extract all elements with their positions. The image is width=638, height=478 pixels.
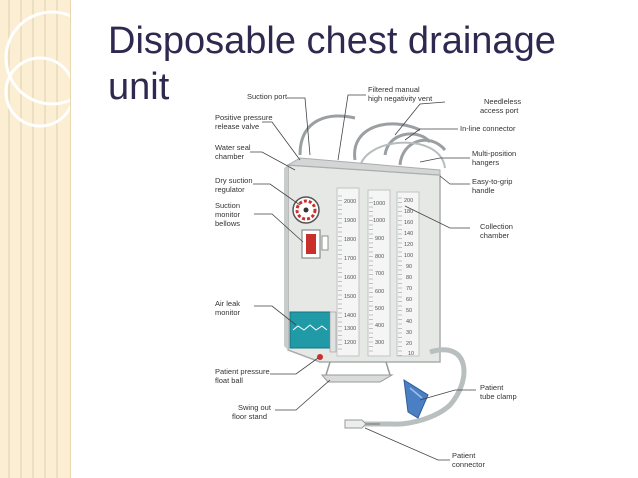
label-patient-pressure-float-ball: float ball xyxy=(215,376,243,385)
patient-connector xyxy=(344,419,380,429)
label-collection-chamber: Collection xyxy=(480,222,513,231)
label-inline-connector: In-line connector xyxy=(460,124,516,133)
label-multi-position-hangers: Multi-position xyxy=(472,149,516,158)
label-swing-out-floor-stand: floor stand xyxy=(232,412,267,421)
suction-monitor-bellows xyxy=(301,229,329,259)
scale-right-label: 180 xyxy=(404,209,413,215)
patient-tube-clamp xyxy=(403,379,429,419)
scale-left-label: 1700 xyxy=(344,256,356,262)
scale-left: 2000 1900 1800 1700 1600 1500 1400 1300 … xyxy=(344,199,356,346)
sidebar-circles xyxy=(4,10,70,128)
label-filtered-vent: high negativity vent xyxy=(368,94,433,103)
scale-right-label: 160 xyxy=(404,220,413,226)
label-suction-monitor-bellows: monitor xyxy=(215,210,241,219)
scale-left-label: 1500 xyxy=(344,294,356,300)
scale-middle-label: 1000 xyxy=(373,218,385,224)
scale-middle: 1000 1000 900 800 700 600 500 400 300 xyxy=(373,201,385,346)
label-air-leak-monitor: monitor xyxy=(215,308,241,317)
label-patient-tube-clamp: tube clamp xyxy=(480,392,517,401)
scale-left-label: 1200 xyxy=(344,340,356,346)
label-multi-position-hangers: hangers xyxy=(472,158,499,167)
label-water-seal-chamber: chamber xyxy=(215,152,245,161)
scale-middle-label: 800 xyxy=(375,254,384,260)
scale-middle-label: 700 xyxy=(375,271,384,277)
label-air-leak-monitor: Air leak xyxy=(215,299,240,308)
scale-right-label: 80 xyxy=(406,275,412,281)
label-patient-connector: connector xyxy=(452,460,485,469)
hanger-loop xyxy=(359,141,446,171)
scale-right-label: 100 xyxy=(404,253,413,259)
scale-right-label: 120 xyxy=(404,242,413,248)
label-patient-pressure-float-ball: Patient pressure xyxy=(215,367,270,376)
label-needleless-access-port: Needleless xyxy=(484,97,521,106)
label-patient-connector: Patient xyxy=(452,451,476,460)
scale-right-label: 140 xyxy=(404,231,413,237)
scale-left-label: 1800 xyxy=(344,237,356,243)
floor-stand xyxy=(320,374,394,383)
label-positive-pressure-valve: Positive pressure xyxy=(215,113,273,122)
scale-right: 200 180 160 140 120 100 90 80 70 60 50 4… xyxy=(404,198,414,357)
scale-right-label: 20 xyxy=(406,341,412,347)
label-water-seal-chamber: Water seal xyxy=(215,143,251,152)
label-easy-grip-handle: Easy-to-grip xyxy=(472,177,512,186)
label-suction-monitor-bellows: Suction xyxy=(215,201,240,210)
scale-middle-label: 1000 xyxy=(373,201,385,207)
label-suction-port: Suction port xyxy=(247,92,288,101)
leader-lines xyxy=(250,94,476,461)
scale-ticks xyxy=(338,195,402,356)
scale-left-label: 2000 xyxy=(344,199,356,205)
slide-title: Disposable chest drainage unit xyxy=(108,20,556,108)
label-swing-out-floor-stand: Swing out xyxy=(238,403,272,412)
callout-labels: Suction port Filtered manual high negati… xyxy=(215,85,521,469)
chamber-columns xyxy=(336,187,420,357)
label-dry-suction-regulator: regulator xyxy=(215,185,245,194)
scale-right-label: 90 xyxy=(406,264,412,270)
scale-right-label: 10 xyxy=(408,351,414,357)
scale-middle-label: 900 xyxy=(375,236,384,242)
scale-left-label: 1600 xyxy=(344,275,356,281)
scale-left-label: 1400 xyxy=(344,313,356,319)
scale-right-label: 200 xyxy=(404,198,413,204)
scale-middle-label: 500 xyxy=(375,306,384,312)
scale-middle-label: 300 xyxy=(375,340,384,346)
scale-right-label: 30 xyxy=(406,330,412,336)
scale-left-label: 1900 xyxy=(344,218,356,224)
scale-right-label: 70 xyxy=(406,286,412,292)
label-patient-tube-clamp: Patient xyxy=(480,383,504,392)
top-tubing xyxy=(298,114,447,166)
scale-right-label: 40 xyxy=(406,319,412,325)
label-easy-grip-handle: handle xyxy=(472,186,495,195)
float-ball xyxy=(317,354,323,360)
dry-suction-regulator-dial xyxy=(292,196,320,224)
label-suction-monitor-bellows: bellows xyxy=(215,219,240,228)
scale-right-label: 60 xyxy=(406,297,412,303)
scale-left-label: 1300 xyxy=(344,326,356,332)
decorative-sidebar xyxy=(0,0,71,478)
scale-middle-label: 600 xyxy=(375,289,384,295)
patient-tube xyxy=(360,347,467,427)
scale-middle-label: 400 xyxy=(375,323,384,329)
label-needleless-access-port: access port xyxy=(480,106,519,115)
air-leak-monitor xyxy=(289,311,337,353)
label-collection-chamber: chamber xyxy=(480,231,510,240)
label-positive-pressure-valve: release valve xyxy=(215,122,259,131)
label-dry-suction-regulator: Dry suction xyxy=(215,176,253,185)
scale-right-label: 50 xyxy=(406,308,412,314)
label-filtered-vent: Filtered manual xyxy=(368,85,420,94)
